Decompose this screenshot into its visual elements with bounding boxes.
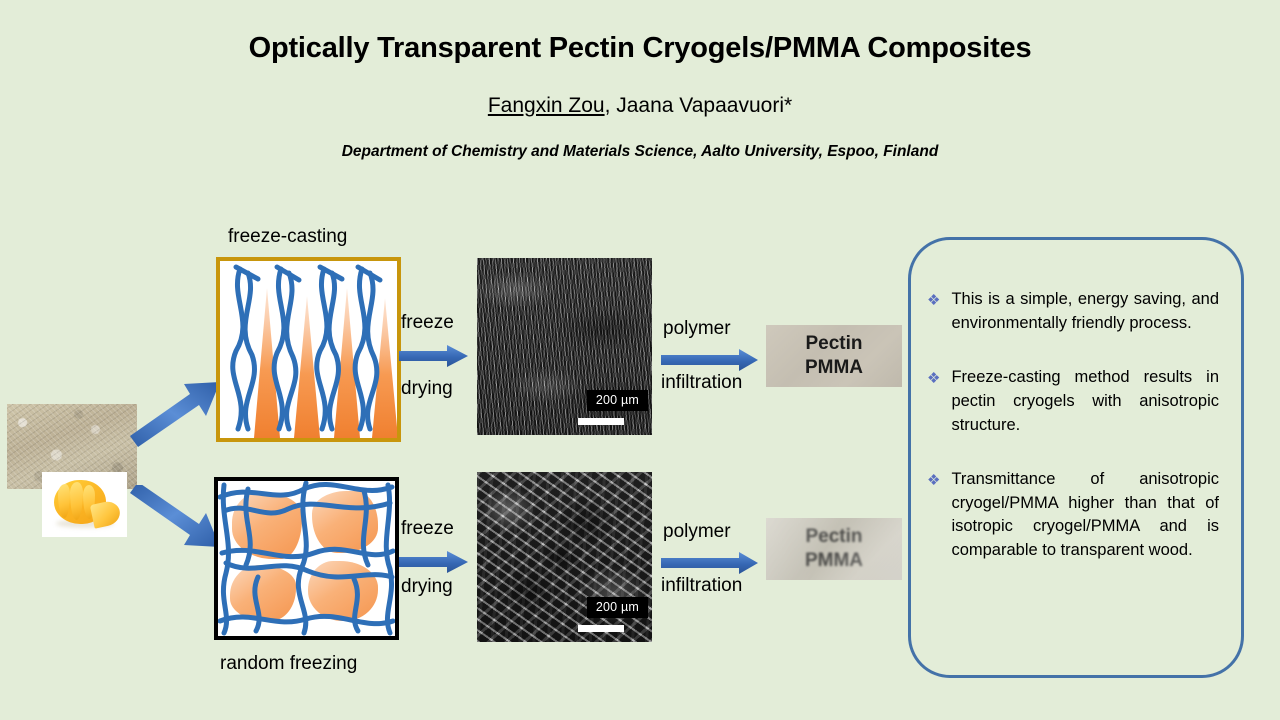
author-name-secondary: , Jaana Vapaavuori* <box>604 94 793 117</box>
pectin-powder-photo <box>7 404 137 489</box>
arrow-to-freeze-casting-icon <box>130 382 220 447</box>
sem-scalebar-line <box>578 418 624 425</box>
arrow-freeze-drying-bottom-icon <box>399 551 468 573</box>
sample-text-line1: Pectin <box>805 525 863 547</box>
freeze-casting-schematic <box>216 257 401 442</box>
conclusion-item: ❖ This is a simple, energy saving, and e… <box>927 288 1219 336</box>
diamond-bullet-icon: ❖ <box>927 369 941 387</box>
conclusion-text: Transmittance of anisotropic cryogel/PMM… <box>951 469 1219 560</box>
pectin-network <box>218 481 395 636</box>
orange-fruit-photo <box>42 472 127 537</box>
sem-image-anisotropic: 200 µm <box>477 258 652 435</box>
sem-scalebar-line <box>578 625 624 632</box>
freeze-drying-label-top-line2: drying <box>401 378 453 399</box>
diamond-bullet-icon: ❖ <box>927 471 941 489</box>
orange-segment <box>70 482 83 520</box>
conclusion-item: ❖ Transmittance of anisotropic cryogel/P… <box>927 468 1219 564</box>
random-freezing-label: random freezing <box>220 653 358 674</box>
pectin-chain <box>352 264 383 432</box>
sample-photo-isotropic: Pectin PMMA <box>766 518 902 580</box>
sample-text-line2: PMMA <box>804 550 864 571</box>
orange-segment <box>58 484 70 518</box>
orange-wedge <box>89 499 123 529</box>
arrow-polymer-infiltration-top-icon <box>661 349 758 371</box>
diamond-bullet-icon: ❖ <box>927 292 941 309</box>
affiliation-text: Department of Chemistry and Materials Sc… <box>341 143 939 160</box>
arrow-polymer-infiltration-bottom-icon <box>661 552 758 574</box>
sample-photo-text: Pectin PMMA <box>805 332 863 381</box>
ice-blob <box>230 565 296 621</box>
pectin-chain <box>271 264 302 432</box>
sample-text-line2: PMMA <box>804 357 864 378</box>
ice-blob <box>308 561 378 621</box>
sample-photo-anisotropic: Pectin PMMA <box>766 325 902 387</box>
conclusion-text: This is a simple, energy saving, and env… <box>951 290 1219 332</box>
sem-image-isotropic: 200 µm <box>477 472 652 642</box>
author-name-primary: Fangxin Zou <box>487 94 605 117</box>
arrow-freeze-drying-top-icon <box>399 345 468 367</box>
sample-photo-text: Pectin PMMA <box>805 525 863 574</box>
author-list: Fangxin Zou, Jaana Vapaavuori* <box>0 94 1280 118</box>
pectin-chain <box>230 264 261 432</box>
freeze-casting-label: freeze-casting <box>228 226 348 247</box>
pectin-chain <box>314 264 345 432</box>
conclusion-item: ❖ Freeze-casting method results in pecti… <box>927 366 1219 438</box>
polymer-infiltration-label-top-line1: polymer <box>663 318 731 339</box>
polymer-infiltration-label-top-line2: infiltration <box>661 372 743 393</box>
polymer-infiltration-label-bottom-line2: infiltration <box>661 575 743 596</box>
arrow-to-random-freezing-icon <box>130 485 220 547</box>
conclusion-text: Freeze-casting method results in pectin … <box>951 367 1219 434</box>
random-freezing-schematic <box>214 477 399 640</box>
page-title: Optically Transparent Pectin Cryogels/PM… <box>248 32 1032 64</box>
freeze-drying-label-bottom-line2: drying <box>401 576 453 597</box>
sem-scalebar-label: 200 µm <box>586 390 648 411</box>
sem-scalebar-label: 200 µm <box>586 597 648 618</box>
freeze-drying-label-bottom-line1: freeze <box>401 518 454 539</box>
conclusions-panel: ❖ This is a simple, energy saving, and e… <box>908 237 1244 678</box>
freeze-drying-label-top-line1: freeze <box>401 312 454 333</box>
sample-text-line1: Pectin <box>805 332 863 354</box>
polymer-infiltration-label-bottom-line1: polymer <box>663 521 731 542</box>
